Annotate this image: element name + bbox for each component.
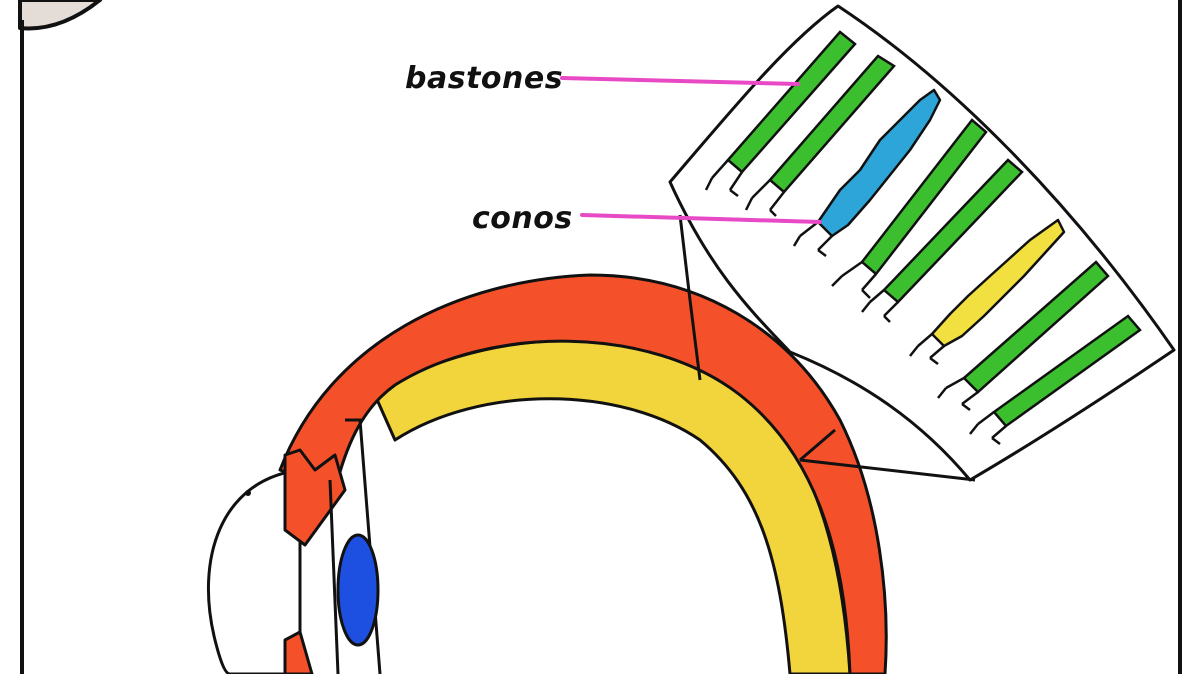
- cone-yellow: [909, 218, 1066, 365]
- lens: [336, 533, 380, 647]
- corner-blob: [18, 0, 102, 31]
- rod-5: [937, 260, 1110, 411]
- rods-label: bastones: [405, 61, 563, 96]
- connector-line-bottom: [799, 458, 976, 482]
- sclera-segment-line-2: [799, 428, 836, 462]
- rod-4: [861, 158, 1024, 323]
- eyeball: [207, 273, 888, 674]
- rod-2: [744, 54, 896, 217]
- rod-3: [831, 118, 988, 299]
- cornea: [207, 468, 302, 674]
- retina-magnified-panel: [668, 4, 1176, 482]
- cones-label: conos: [472, 201, 573, 236]
- cones-pointer-line: [580, 213, 822, 224]
- sclera-layer: [278, 273, 888, 674]
- cornea-dot: [245, 490, 251, 496]
- panel-outline: [668, 4, 1176, 482]
- connector-line-top: [678, 214, 692, 301]
- cone-blue: [792, 88, 942, 257]
- rod-1: [704, 30, 857, 197]
- rods-pointer-line: [560, 76, 800, 86]
- rod-6: [969, 314, 1142, 445]
- sclera-segment-line-1: [688, 299, 702, 381]
- iris-upper: [283, 448, 347, 547]
- iris-lower: [283, 630, 314, 674]
